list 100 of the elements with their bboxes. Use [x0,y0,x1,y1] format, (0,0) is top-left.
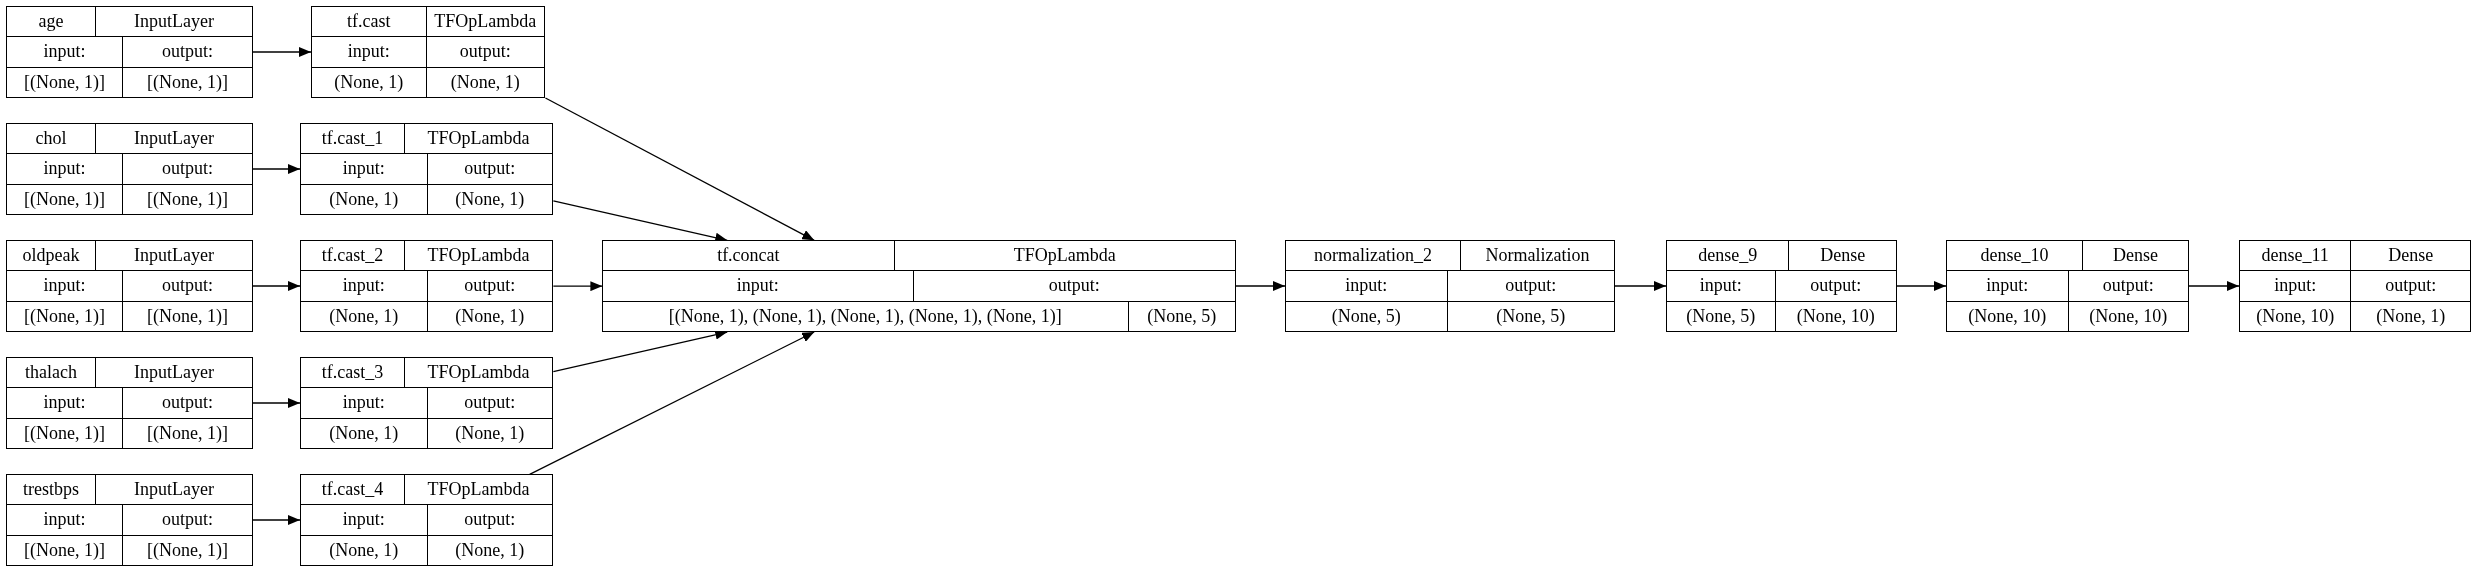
shape-value: (None, 5) [1330,304,1402,328]
layer-box [2239,240,2471,332]
layer-type: InputLayer [95,7,252,37]
port-label: output: [122,37,252,67]
shape-value: [(None, 1)] [122,184,252,214]
layer-box [300,240,553,332]
shape-value: [(None, 1)] [122,418,252,448]
port-label: output: [122,271,252,301]
layer-name: age [37,10,65,34]
port-label: output: [2067,271,2188,301]
port-label: output: [426,388,552,418]
shape-value: [(None, 1)] [23,421,107,445]
port-label: output: [122,388,252,418]
shape-value: (None, 10) [2067,301,2188,331]
port-label: output: [426,154,552,184]
port-label: output: [426,271,552,301]
layer-type: TFOpLambda [403,241,552,271]
port-label: output: [122,505,252,535]
shape-value: (None, 1) [328,187,400,211]
shape-value: (None, 1) [425,67,544,97]
shape-value: (None, 5) [1127,301,1235,331]
layer-type: TFOpLambda [403,124,552,154]
layer-name: tf.cast_2 [320,244,385,268]
port-label: output: [426,505,552,535]
arrow [2188,281,2240,291]
shape-value: (None, 1) [328,304,400,328]
port-label: input: [346,40,391,64]
port-label: input: [42,274,87,298]
layer-type: InputLayer [95,124,252,154]
layer-name: tf.cast_4 [320,478,385,502]
layer-type: TFOpLambda [403,358,552,388]
layer-type: Dense [1788,241,1896,271]
shape-value: (None, 1) [2350,301,2470,331]
layer-name: dense_9 [1697,244,1759,268]
layer-box [6,6,253,98]
arrow [552,281,603,292]
port-label: output: [1774,271,1896,301]
layer-box [6,357,253,449]
layer-box [1946,240,2189,332]
port-label: input: [42,40,87,64]
shape-value: (None, 5) [1446,301,1614,331]
port-label: input: [341,274,386,298]
port-label: input: [42,508,87,532]
port-label: output: [122,154,252,184]
layer-name: oldpeak [21,244,81,268]
shape-value: (None, 1) [328,538,400,562]
shape-value: [(None, 1), (None, 1), (None, 1), (None, 1), (None, 1)] [667,304,1063,328]
arrow [252,47,312,57]
shape-value: [(None, 1)] [122,67,252,97]
layer-box [311,6,545,98]
arrow [544,97,815,241]
layer-box [602,240,1236,332]
shape-value: (None, 10) [2255,304,2336,328]
shape-value: [(None, 1)] [23,538,107,562]
layer-name: tf.cast [346,10,392,34]
arrow [252,164,301,174]
layer-type: Normalization [1459,241,1614,271]
shape-value: [(None, 1)] [122,301,252,331]
layer-type: InputLayer [95,475,252,505]
port-label: input: [2273,274,2318,298]
layer-name: tf.cast_3 [320,361,385,385]
port-label: input: [341,391,386,415]
port-label: output: [1446,271,1614,301]
shape-value: (None, 1) [426,535,552,565]
shape-value: (None, 1) [426,184,552,214]
port-label: output: [425,37,544,67]
layer-type: Dense [2081,241,2188,271]
arrow [252,515,301,525]
shape-value: [(None, 1)] [23,304,107,328]
port-label: input: [341,508,386,532]
layer-name: dense_10 [1979,244,2050,268]
layer-name: tf.cast_1 [320,127,385,151]
port-label: input: [1698,274,1743,298]
shape-value: (None, 1) [328,421,400,445]
layer-name: tf.concat [716,244,781,268]
layer-box [300,357,553,449]
port-label: input: [735,274,780,298]
layer-box [1666,240,1897,332]
layer-type: Dense [2350,241,2470,271]
layer-name: normalization_2 [1312,244,1433,268]
shape-value: (None, 5) [1685,304,1757,328]
arrow [1896,281,1947,291]
layer-type: InputLayer [95,358,252,388]
layer-box [1285,240,1615,332]
layer-name: thalach [24,361,79,385]
port-label: input: [341,157,386,181]
layer-box [6,240,253,332]
arrow [252,281,301,291]
layer-type: InputLayer [95,241,252,271]
port-label: input: [1985,274,2030,298]
port-label: output: [2350,271,2470,301]
arrow [1614,281,1667,291]
shape-value: [(None, 1)] [122,535,252,565]
shape-value: (None, 1) [426,301,552,331]
layer-box [6,474,253,566]
shape-value: (None, 10) [1774,301,1896,331]
layer-box [300,474,553,566]
layer-type: TFOpLambda [893,241,1235,271]
shape-value: [(None, 1)] [23,187,107,211]
shape-value: [(None, 1)] [23,70,107,94]
